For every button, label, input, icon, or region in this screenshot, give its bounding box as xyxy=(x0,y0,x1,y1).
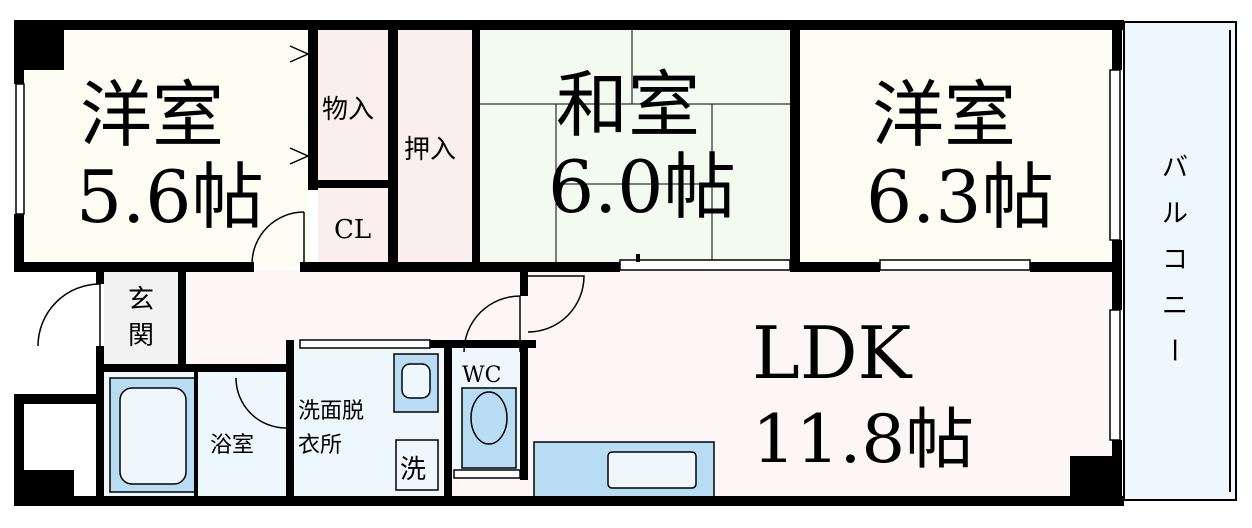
washer-label: 洗 xyxy=(400,455,426,485)
balcony-char: ル xyxy=(1162,199,1188,229)
storage-floor xyxy=(318,30,388,180)
western-room-2-floor xyxy=(800,30,1112,264)
balcony-char: コ xyxy=(1162,245,1188,275)
western-room-1-floor xyxy=(22,30,310,266)
walls xyxy=(14,20,1124,506)
oshiire-label: 押入 xyxy=(404,135,456,165)
closet-storage-label: 物入 xyxy=(322,95,374,125)
western-room-2-name: 洋室 xyxy=(872,73,1016,157)
toilet-bowl xyxy=(470,391,508,445)
ldk-size: 11.8帖 xyxy=(752,401,974,478)
japanese-room-floor xyxy=(480,30,792,264)
japanese-room-name: 和室 xyxy=(556,63,700,147)
bathroom-label: 浴室 xyxy=(210,433,254,458)
kitchen-sink xyxy=(607,451,697,489)
japanese-room-size: 6.0帖 xyxy=(548,145,736,229)
ldk-name: LDK xyxy=(752,311,913,395)
balcony-char: バ xyxy=(1162,153,1188,183)
wc-label: WC xyxy=(462,363,501,388)
western-room-1-name: 洋室 xyxy=(80,73,224,157)
balcony-label: バ ル コ ニ ー xyxy=(1158,153,1188,363)
entrance-label-1: 玄 xyxy=(128,285,154,315)
tatami-lines xyxy=(480,30,792,264)
washroom-label-2: 衣所 xyxy=(298,433,342,458)
balcony-char: ニ xyxy=(1162,291,1188,321)
bathtub-inner xyxy=(119,387,187,485)
washbasin-bowl xyxy=(401,363,431,399)
cl-floor xyxy=(318,188,388,264)
cl-label: CL xyxy=(334,215,371,245)
western-room-1-size: 5.6帖 xyxy=(76,155,264,239)
washer-pan xyxy=(395,439,439,491)
balcony-char: ー xyxy=(1158,337,1188,363)
entrance-label-2: 関 xyxy=(128,321,154,351)
washroom-label-1: 洗面脱 xyxy=(298,399,364,424)
western-room-2-size: 6.3帖 xyxy=(866,155,1054,239)
balcony-floor xyxy=(1123,21,1237,501)
oshiire-floor xyxy=(398,30,474,264)
entrance-floor xyxy=(104,272,178,366)
